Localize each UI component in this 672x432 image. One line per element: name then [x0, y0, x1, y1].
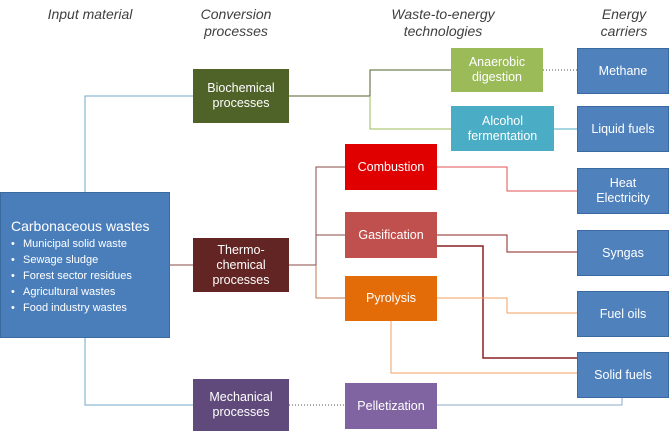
syngas-label: Syngas — [602, 245, 644, 260]
methane-box: Methane — [577, 48, 669, 94]
link-thermo-pyrolysis — [315, 265, 345, 299]
link-pelletization-solidfuels — [437, 397, 623, 406]
pyrolysis-box: Pyrolysis — [345, 276, 437, 321]
link-pyrolysis-fueloils — [437, 297, 577, 314]
waste-item: Sewage sludge — [11, 252, 161, 268]
waste-list: Municipal solid waste Sewage sludge Fore… — [11, 236, 161, 316]
thermochemical-processes-label: Thermo-chemical processes — [212, 242, 270, 287]
link-input-biochemical — [84, 95, 193, 192]
combustion-label: Combustion — [357, 159, 425, 174]
link-biochemical-alcohol — [369, 96, 451, 130]
link-biochemical-technologies — [289, 69, 451, 97]
link-thermo-technologies — [289, 166, 345, 266]
liquid-fuels-box: Liquid fuels — [577, 106, 669, 152]
gasification-label: Gasification — [358, 227, 424, 242]
biochemical-processes-label: Biochemical processes — [207, 81, 275, 110]
link-input-mechanical — [84, 338, 193, 406]
link-gasification-syngas — [437, 234, 577, 253]
alcohol-fermentation-box: Alcohol fermentation — [451, 106, 554, 151]
header-conversion-processes: Conversion processes — [200, 6, 272, 39]
waste-item: Food industry wastes — [11, 300, 161, 316]
pyrolysis-label: Pyrolysis — [365, 291, 416, 305]
header-energy-carriers: Energy carriers — [600, 6, 648, 39]
syngas-box: Syngas — [577, 230, 669, 276]
gasification-box: Gasification — [345, 212, 437, 258]
solid-fuels-box: Solid fuels — [577, 352, 669, 398]
pelletization-label: Pelletization — [357, 398, 425, 413]
fuel-oils-label: Fuel oils — [599, 306, 647, 321]
heat-label: Heat — [609, 176, 637, 190]
liquid-fuels-label: Liquid fuels — [591, 121, 655, 136]
carbonaceous-wastes-box: Carbonaceous wastes Municipal solid wast… — [0, 192, 170, 338]
heat-electricity-box: Heat Electricity — [577, 168, 669, 214]
link-pyrolysis-solidfuels — [390, 321, 577, 374]
alcohol-fermentation-label: Alcohol fermentation — [467, 113, 538, 143]
header-waste-to-energy-technologies: Waste-to-energy technologies — [391, 6, 495, 39]
anaerobic-digestion-box: Anaerobic digestion — [451, 48, 543, 92]
carbonaceous-wastes-title: Carbonaceous wastes — [11, 218, 150, 234]
thermochemical-processes-box: Thermo-chemical processes — [193, 238, 289, 292]
link-gasification-solidfuels — [437, 245, 577, 359]
solid-fuels-label: Solid fuels — [594, 367, 652, 382]
mechanical-processes-label: Mechanical processes — [209, 390, 273, 419]
waste-item: Agricultural wastes — [11, 284, 161, 300]
pelletization-box: Pelletization — [345, 383, 437, 429]
waste-item: Forest sector residues — [11, 268, 161, 284]
header-input-material: Input material — [47, 6, 133, 22]
link-combustion-heat — [437, 166, 577, 192]
biochemical-processes-box: Biochemical processes — [193, 69, 289, 123]
electricity-label: Electricity — [596, 191, 650, 205]
combustion-box: Combustion — [345, 144, 437, 190]
waste-item: Municipal solid waste — [11, 236, 161, 252]
fuel-oils-box: Fuel oils — [577, 291, 669, 337]
anaerobic-digestion-label: Anaerobic digestion — [468, 55, 526, 84]
methane-label: Methane — [598, 63, 648, 78]
mechanical-processes-box: Mechanical processes — [193, 379, 289, 431]
